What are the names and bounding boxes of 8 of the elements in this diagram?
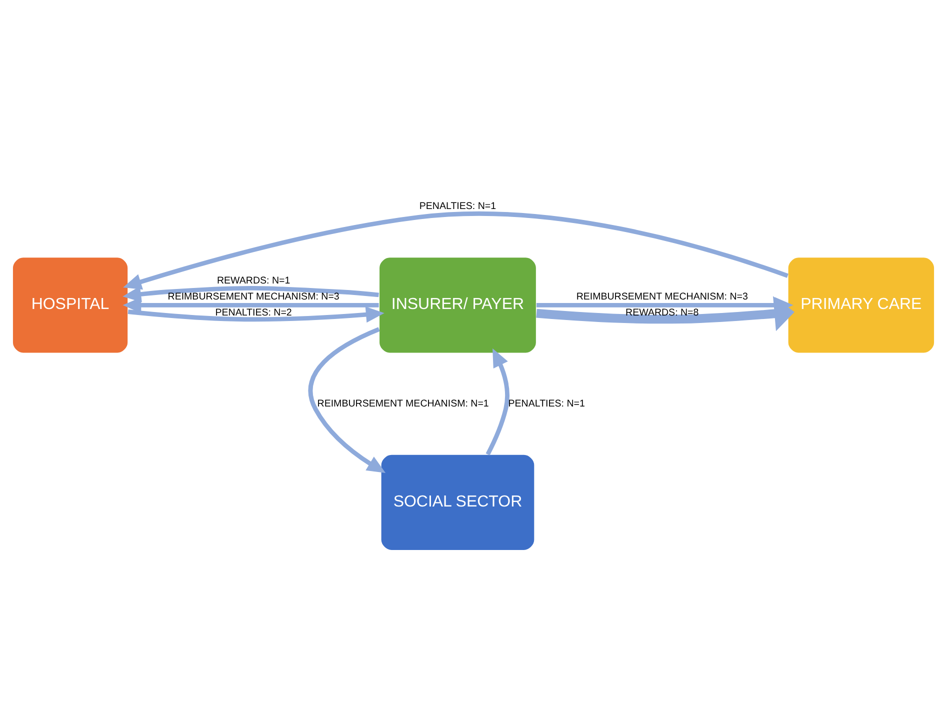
edge-label: PENALTIES: N=1 xyxy=(419,201,496,212)
edge-label: REWARDS: N=1 xyxy=(216,276,290,287)
edge-label: PENALTIES: N=2 xyxy=(215,308,292,319)
edge-label: PENALTIES: N=1 xyxy=(508,398,585,410)
edge-label: REIMBURSEMENT MECHANISM: N=1 xyxy=(317,398,489,410)
edge-label: REWARDS: N=8 xyxy=(626,308,699,319)
edge-label: REIMBURSEMENT MECHANISM: N=3 xyxy=(576,292,748,303)
edge-label: REIMBURSEMENT MECHANISM: N=3 xyxy=(168,292,340,303)
